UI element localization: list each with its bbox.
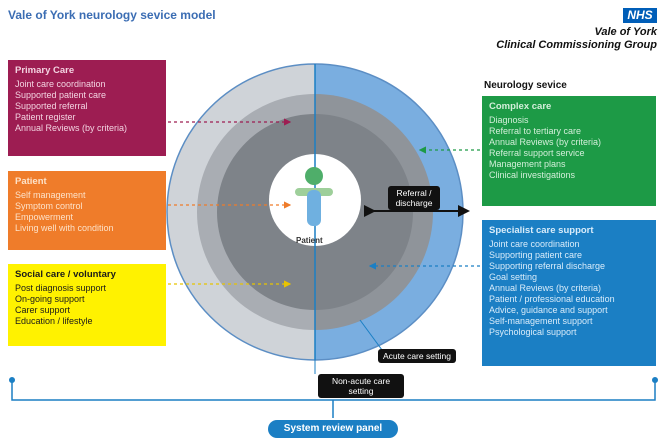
- page-title: Vale of York neurology sevice model: [8, 8, 216, 22]
- patient-box: Patient Self management Symptom control …: [8, 171, 166, 250]
- list-item: Symptom control: [15, 201, 83, 211]
- list-item: Psychological support: [489, 327, 577, 337]
- list-item: Joint care coordination: [489, 239, 580, 249]
- referral-line-1: Referral /: [396, 188, 432, 198]
- list-item: Supporting referral discharge: [489, 261, 606, 271]
- acute-care-setting-label: Acute care setting: [378, 349, 456, 363]
- organisation-name: Vale of York Clinical Commissioning Grou…: [496, 26, 657, 52]
- non-acute-care-setting-label: Non-acute care setting: [318, 374, 404, 398]
- list-item: Annual Reviews (by criteria): [489, 283, 602, 293]
- patient-title: Patient: [15, 176, 47, 187]
- list-item: Self-management support: [489, 316, 593, 326]
- list-item: Clinical investigations: [489, 170, 576, 180]
- neurology-service-label: Neurology sevice: [484, 80, 567, 91]
- list-item: Supported patient care: [15, 90, 107, 100]
- list-item: Self management: [15, 190, 86, 200]
- referral-line-2: discharge: [395, 198, 433, 208]
- list-item: Management plans: [489, 159, 566, 169]
- org-line-2: Clinical Commissioning Group: [496, 39, 657, 51]
- social-care-box: Social care / voluntary Post diagnosis s…: [8, 264, 166, 346]
- complex-care-title: Complex care: [489, 101, 552, 112]
- list-item: Referral to tertiary care: [489, 126, 582, 136]
- patient-icon: [295, 167, 333, 226]
- specialist-care-title: Specialist care support: [489, 225, 594, 236]
- nhs-logo: NHS: [623, 8, 657, 23]
- list-item: Joint care coordination: [15, 79, 106, 89]
- list-item: Referral support service: [489, 148, 585, 158]
- list-item: Living well with condition: [15, 223, 114, 233]
- list-item: Advice, guidance and support: [489, 305, 608, 315]
- list-item: Post diagnosis support: [15, 283, 107, 293]
- specialist-care-box: Specialist care support Joint care coord…: [482, 220, 656, 366]
- patient-label: Patient: [296, 236, 323, 245]
- referral-discharge-label: Referral / discharge: [388, 186, 440, 210]
- complex-care-box: Complex care Diagnosis Referral to terti…: [482, 96, 656, 206]
- list-item: On-going support: [15, 294, 85, 304]
- primary-care-box: Primary Care Joint care coordination Sup…: [8, 60, 166, 156]
- list-item: Annual Reviews (by criteria): [489, 137, 602, 147]
- list-item: Education / lifestyle: [15, 316, 93, 326]
- list-item: Carer support: [15, 305, 71, 315]
- org-line-1: Vale of York: [594, 26, 657, 38]
- list-item: Patient / professional education: [489, 294, 615, 304]
- social-care-title: Social care / voluntary: [15, 269, 116, 280]
- list-item: Empowerment: [15, 212, 74, 222]
- primary-care-title: Primary Care: [15, 65, 75, 76]
- list-item: Goal setting: [489, 272, 538, 282]
- list-item: Supporting patient care: [489, 250, 583, 260]
- list-item: Annual Reviews (by criteria): [15, 123, 128, 133]
- list-item: Diagnosis: [489, 115, 529, 125]
- system-review-panel: System review panel: [268, 420, 398, 438]
- list-item: Patient register: [15, 112, 76, 122]
- list-item: Supported referral: [15, 101, 88, 111]
